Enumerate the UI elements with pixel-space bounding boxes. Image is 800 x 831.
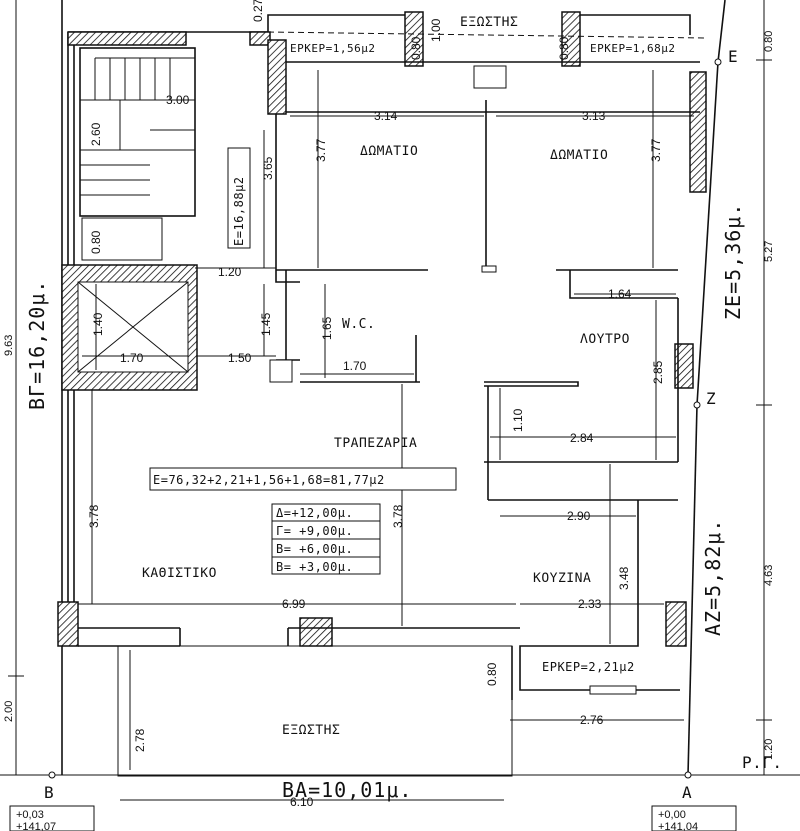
side-bg-label: ΒΓ=16,20μ.: [25, 280, 49, 410]
dim-378-b: 3.78: [391, 504, 405, 528]
road-line-label: Ρ.Γ.: [742, 753, 783, 772]
balcony-bottom-label: ΕΞΩΣΤΗΣ: [282, 723, 340, 738]
elevation-a-2: +141,04: [658, 821, 698, 831]
dim-150: 1.50: [228, 351, 252, 365]
level-3: Γ= +9,00μ.: [276, 524, 353, 538]
stair-core: [61, 47, 198, 391]
bay-left-label: ΕΡΚΕΡ=1,56μ2: [290, 42, 375, 55]
level-4: Δ=+12,00μ.: [276, 506, 353, 520]
dim-314: 3.14: [374, 109, 398, 123]
dim-164: 1.64: [608, 287, 632, 301]
dim-348: 3.48: [617, 566, 631, 590]
dim-100: 1.00: [429, 18, 443, 42]
side-right-080: 0.80: [763, 31, 775, 52]
balcony-top-label: ΕΞΩΣΤΗΣ: [460, 15, 518, 30]
elevation-b-2: +141,07: [16, 821, 56, 831]
level-2: Β= +6,00μ.: [276, 542, 353, 556]
room-right-label: ΔΩΜΑΤΙΟ: [550, 148, 608, 163]
dining-label: ΤΡΑΠΕΖΑΡΙΑ: [334, 436, 417, 451]
corner-a-label: A: [682, 783, 692, 802]
dim-145: 1.45: [259, 312, 273, 336]
bay-right-label: ΕΡΚΕΡ=1,68μ2: [590, 42, 675, 55]
dim-377-a: 3.77: [314, 138, 328, 162]
dim-170-b: 1.70: [343, 359, 367, 373]
dim-285: 2.85: [651, 360, 665, 384]
stair-area-label: E=16,88μ2: [232, 176, 246, 246]
dim-233: 2.33: [578, 597, 602, 611]
dim-610: 6.10: [290, 795, 314, 809]
dim-260: 2.60: [89, 122, 103, 146]
dim-300: 3.00: [166, 93, 190, 107]
bay-bottom-label: ΕΡΚΕΡ=2,21μ2: [542, 660, 635, 674]
interior-walls: [78, 31, 707, 777]
dim-276: 2.76: [580, 713, 604, 727]
bath-label: ΛΟΥΤΡΟ: [580, 332, 630, 347]
dim-290: 2.90: [567, 509, 591, 523]
corner-z-label: Z: [706, 389, 716, 408]
dim-378-a: 3.78: [87, 504, 101, 528]
dim-165: 1.65: [320, 316, 334, 340]
side-left-200: 2.00: [3, 701, 15, 722]
elevation-b-1: +0,03: [16, 809, 44, 821]
level-1: Β= +3,00μ.: [276, 560, 353, 574]
dim-284: 2.84: [570, 431, 594, 445]
room-left-label: ΔΩΜΑΤΙΟ: [360, 144, 418, 159]
dim-170-a: 1.70: [120, 351, 144, 365]
dim-278: 2.78: [133, 728, 147, 752]
living-label: ΚΑΘΙΣΤΙΚΟ: [142, 566, 217, 581]
side-ze-label: ZE=5,36μ.: [721, 203, 745, 320]
level-table: [9, 147, 737, 831]
side-right-463: 4.63: [763, 565, 775, 586]
dim-080-f: 0.80: [485, 662, 499, 686]
dim-120: 1.20: [218, 265, 242, 279]
elevation-a-1: +0,00: [658, 809, 686, 821]
dim-080-c: 0.80: [89, 230, 103, 254]
dim-027: 0.27: [251, 0, 265, 22]
dim-140: 1.40: [91, 312, 105, 336]
corner-b-label: B: [44, 783, 54, 802]
dim-365: 3.65: [261, 156, 275, 180]
kitchen-label: ΚΟΥΖΙΝΑ: [533, 571, 591, 586]
side-right-120: 1.20: [763, 739, 775, 760]
dim-110: 1.10: [511, 408, 525, 432]
side-right-527: 5.27: [763, 241, 775, 262]
total-area-label: E=76,32+2,21+1,56+1,68=81,77μ2: [153, 473, 385, 487]
dim-699: 6.99: [282, 597, 306, 611]
outer-walls: [57, 11, 707, 647]
side-ba-label: ΒΑ=10,01μ.: [282, 778, 412, 802]
wc-label: W.C.: [342, 317, 375, 332]
dim-080-a: 0.80: [409, 36, 423, 60]
side-az-label: AZ=5,82μ.: [701, 519, 725, 636]
corner-e-label: E: [728, 47, 738, 66]
dimension-lines: [8, 0, 772, 801]
dim-080-b: 0.80: [557, 36, 571, 60]
dim-313: 3.13: [582, 109, 606, 123]
side-left-963: 9.63: [3, 335, 15, 356]
dim-377-b: 3.77: [649, 138, 663, 162]
